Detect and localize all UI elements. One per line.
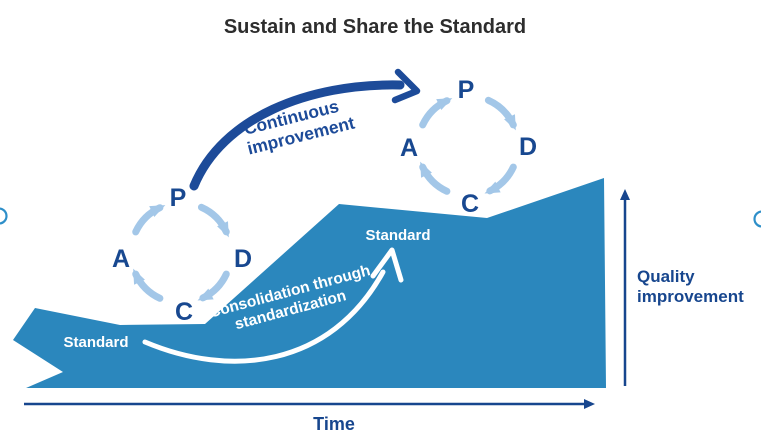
pdca-cycle-right: P D C A <box>400 76 537 218</box>
pdca-letter-act: A <box>400 134 418 162</box>
standard-label-left: Standard <box>63 334 128 351</box>
pdca-arc-check-to-act-icon <box>419 161 451 195</box>
time-label: Time <box>313 414 355 434</box>
pdca-arc-act-to-plan-icon <box>132 204 166 236</box>
pdca-arc-act-to-plan-icon <box>419 97 453 129</box>
quality-improvement-label-line1: Quality <box>637 267 695 286</box>
pdca-letter-do: D <box>234 245 252 273</box>
pdca-letter-act: A <box>112 245 130 273</box>
pdca-letter-check: C <box>461 190 479 218</box>
standard-label-right: Standard <box>365 227 430 244</box>
carousel-prev-button[interactable] <box>0 207 8 225</box>
pdca-letter-plan: P <box>458 76 475 104</box>
carousel-next-button[interactable] <box>753 210 761 228</box>
pdca-arc-check-to-act-icon <box>132 268 164 302</box>
pdca-cycle-left: P D C A <box>112 184 252 326</box>
diagram-title: Sustain and Share the Standard <box>224 16 526 38</box>
pdca-letter-check: C <box>175 298 193 326</box>
consolidation-arrow-icon <box>142 247 404 364</box>
pdca-arc-plan-to-do-icon <box>484 96 517 131</box>
improvement-ramp-shape <box>13 178 606 388</box>
continuous-improvement-arrow-icon <box>189 68 421 191</box>
pdca-letter-plan: P <box>170 184 187 212</box>
pdca-arc-do-to-check-icon <box>197 270 230 302</box>
pdca-arc-plan-to-do-icon <box>197 203 230 238</box>
pdca-arc-do-to-check-icon <box>484 163 517 195</box>
quality-improvement-label-line2: improvement <box>637 287 744 306</box>
pdca-letter-do: D <box>519 133 537 161</box>
